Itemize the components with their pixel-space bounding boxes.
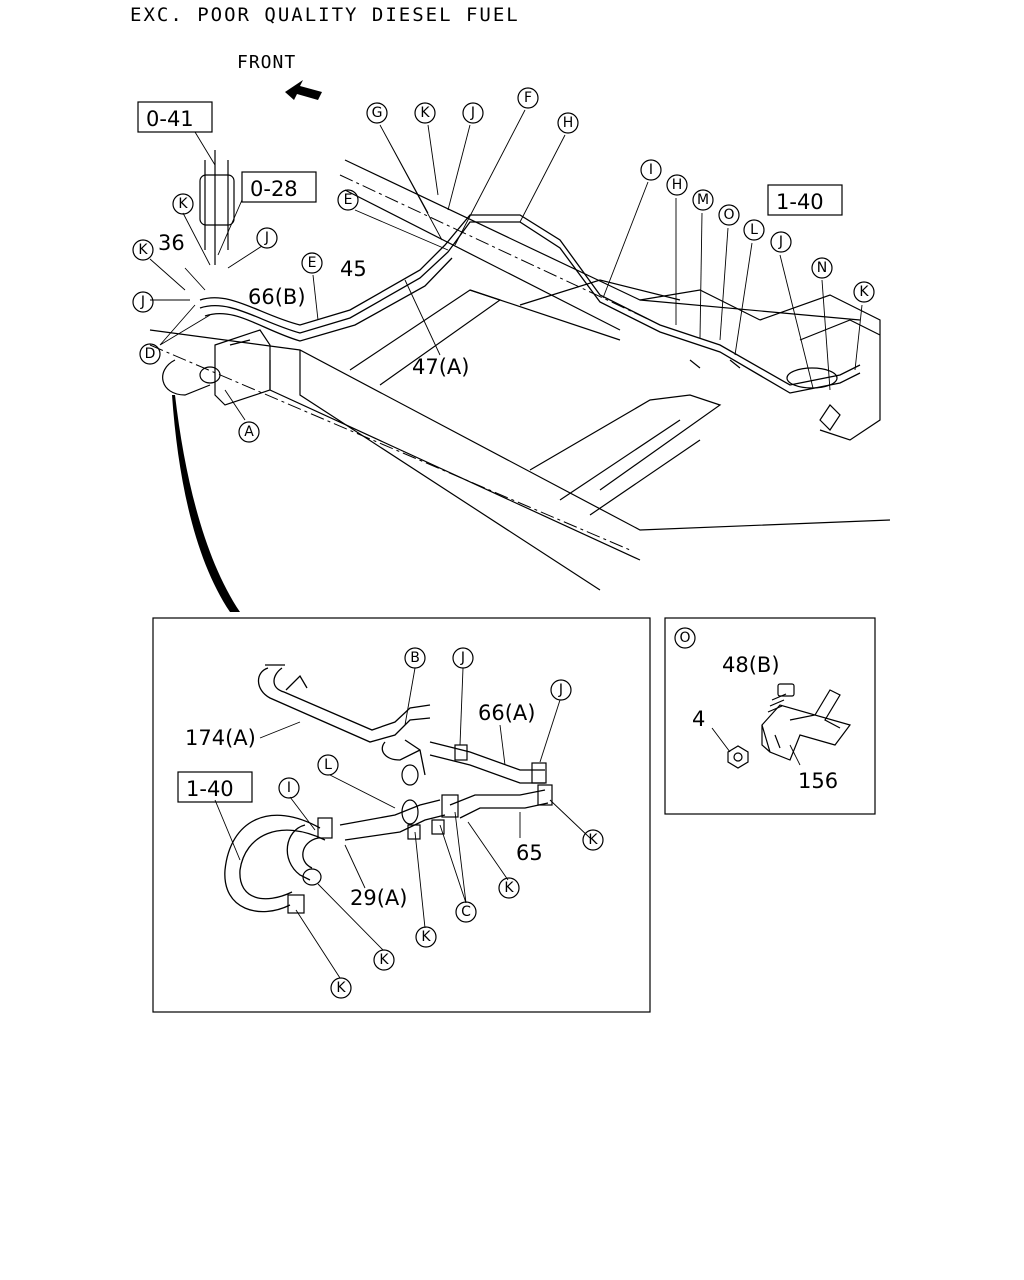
callout-j: J (558, 682, 563, 698)
callouts-detail: B J J L I K K C K K K (278, 647, 604, 999)
vehicle-frame (149, 159, 891, 591)
detail-pointer (172, 395, 240, 612)
callout-k: K (421, 929, 431, 945)
callout-h: H (672, 177, 683, 193)
callout-g: G (372, 105, 383, 121)
callout-j: J (778, 234, 783, 250)
callout-j: J (264, 230, 269, 246)
part-66b: 66(B) (248, 285, 306, 309)
inset-o-box (664, 617, 876, 815)
detail-hoses (224, 664, 553, 914)
callout-k: K (178, 196, 188, 212)
inset-o-parts (711, 683, 852, 769)
callout-l: L (750, 222, 758, 238)
callout-f: F (524, 90, 532, 106)
part-29a: 29(A) (350, 886, 407, 910)
leader-lines-detail (214, 667, 591, 979)
callout-k: K (336, 980, 346, 996)
callout-a: A (244, 424, 254, 440)
callout-k: K (588, 832, 598, 848)
ref-box-0-41 (137, 101, 213, 133)
ref-box-1-40-top (767, 184, 843, 216)
ref-box-1-40-detail (177, 771, 253, 803)
callout-j: J (460, 650, 465, 666)
part-66a: 66(A) (478, 701, 535, 725)
detail-box (152, 617, 651, 1013)
front-arrow-icon (285, 80, 322, 100)
callout-j: J (140, 294, 145, 310)
callout-b: B (410, 650, 420, 666)
callout-c: C (461, 904, 471, 920)
inset-o-circle (674, 627, 696, 649)
ref-box-0-28 (241, 171, 317, 203)
part-36: 36 (158, 231, 185, 255)
callout-k: K (859, 284, 869, 300)
part-65: 65 (516, 841, 543, 865)
inset-o-label: O (679, 630, 690, 646)
callout-e: E (344, 192, 353, 208)
diagram-title: EXC. POOR QUALITY DIESEL FUEL (130, 4, 520, 26)
part-156: 156 (798, 769, 838, 793)
callout-m: M (697, 192, 709, 208)
callouts-top: K J K J D A E E G K J F H I H M O L J N … (132, 87, 875, 443)
callout-e: E (308, 255, 317, 271)
callout-k: K (504, 880, 514, 896)
part-4: 4 (692, 707, 705, 731)
chassis-fuel-lines (162, 150, 861, 406)
callout-k: K (420, 105, 430, 121)
callout-h: H (563, 115, 574, 131)
part-48b: 48(B) (722, 653, 780, 677)
callout-k: K (138, 242, 148, 258)
ref-0-28: 0-28 (250, 177, 298, 201)
part-47a: 47(A) (412, 355, 469, 379)
part-174a: 174(A) (185, 726, 256, 750)
callout-k: K (379, 952, 389, 968)
callout-i: I (649, 162, 653, 178)
ref-0-41: 0-41 (146, 107, 194, 131)
callout-n: N (817, 260, 827, 276)
callout-j: J (470, 105, 475, 121)
callout-o: O (723, 207, 734, 223)
callout-l: L (324, 757, 332, 773)
callout-i: I (287, 780, 291, 796)
front-label: FRONT (237, 52, 296, 73)
callout-d: D (145, 346, 156, 362)
leader-lines-top (149, 109, 863, 421)
ref-1-40-detail: 1-40 (186, 777, 234, 801)
part-45: 45 (340, 257, 367, 281)
ref-1-40-top: 1-40 (776, 190, 824, 214)
